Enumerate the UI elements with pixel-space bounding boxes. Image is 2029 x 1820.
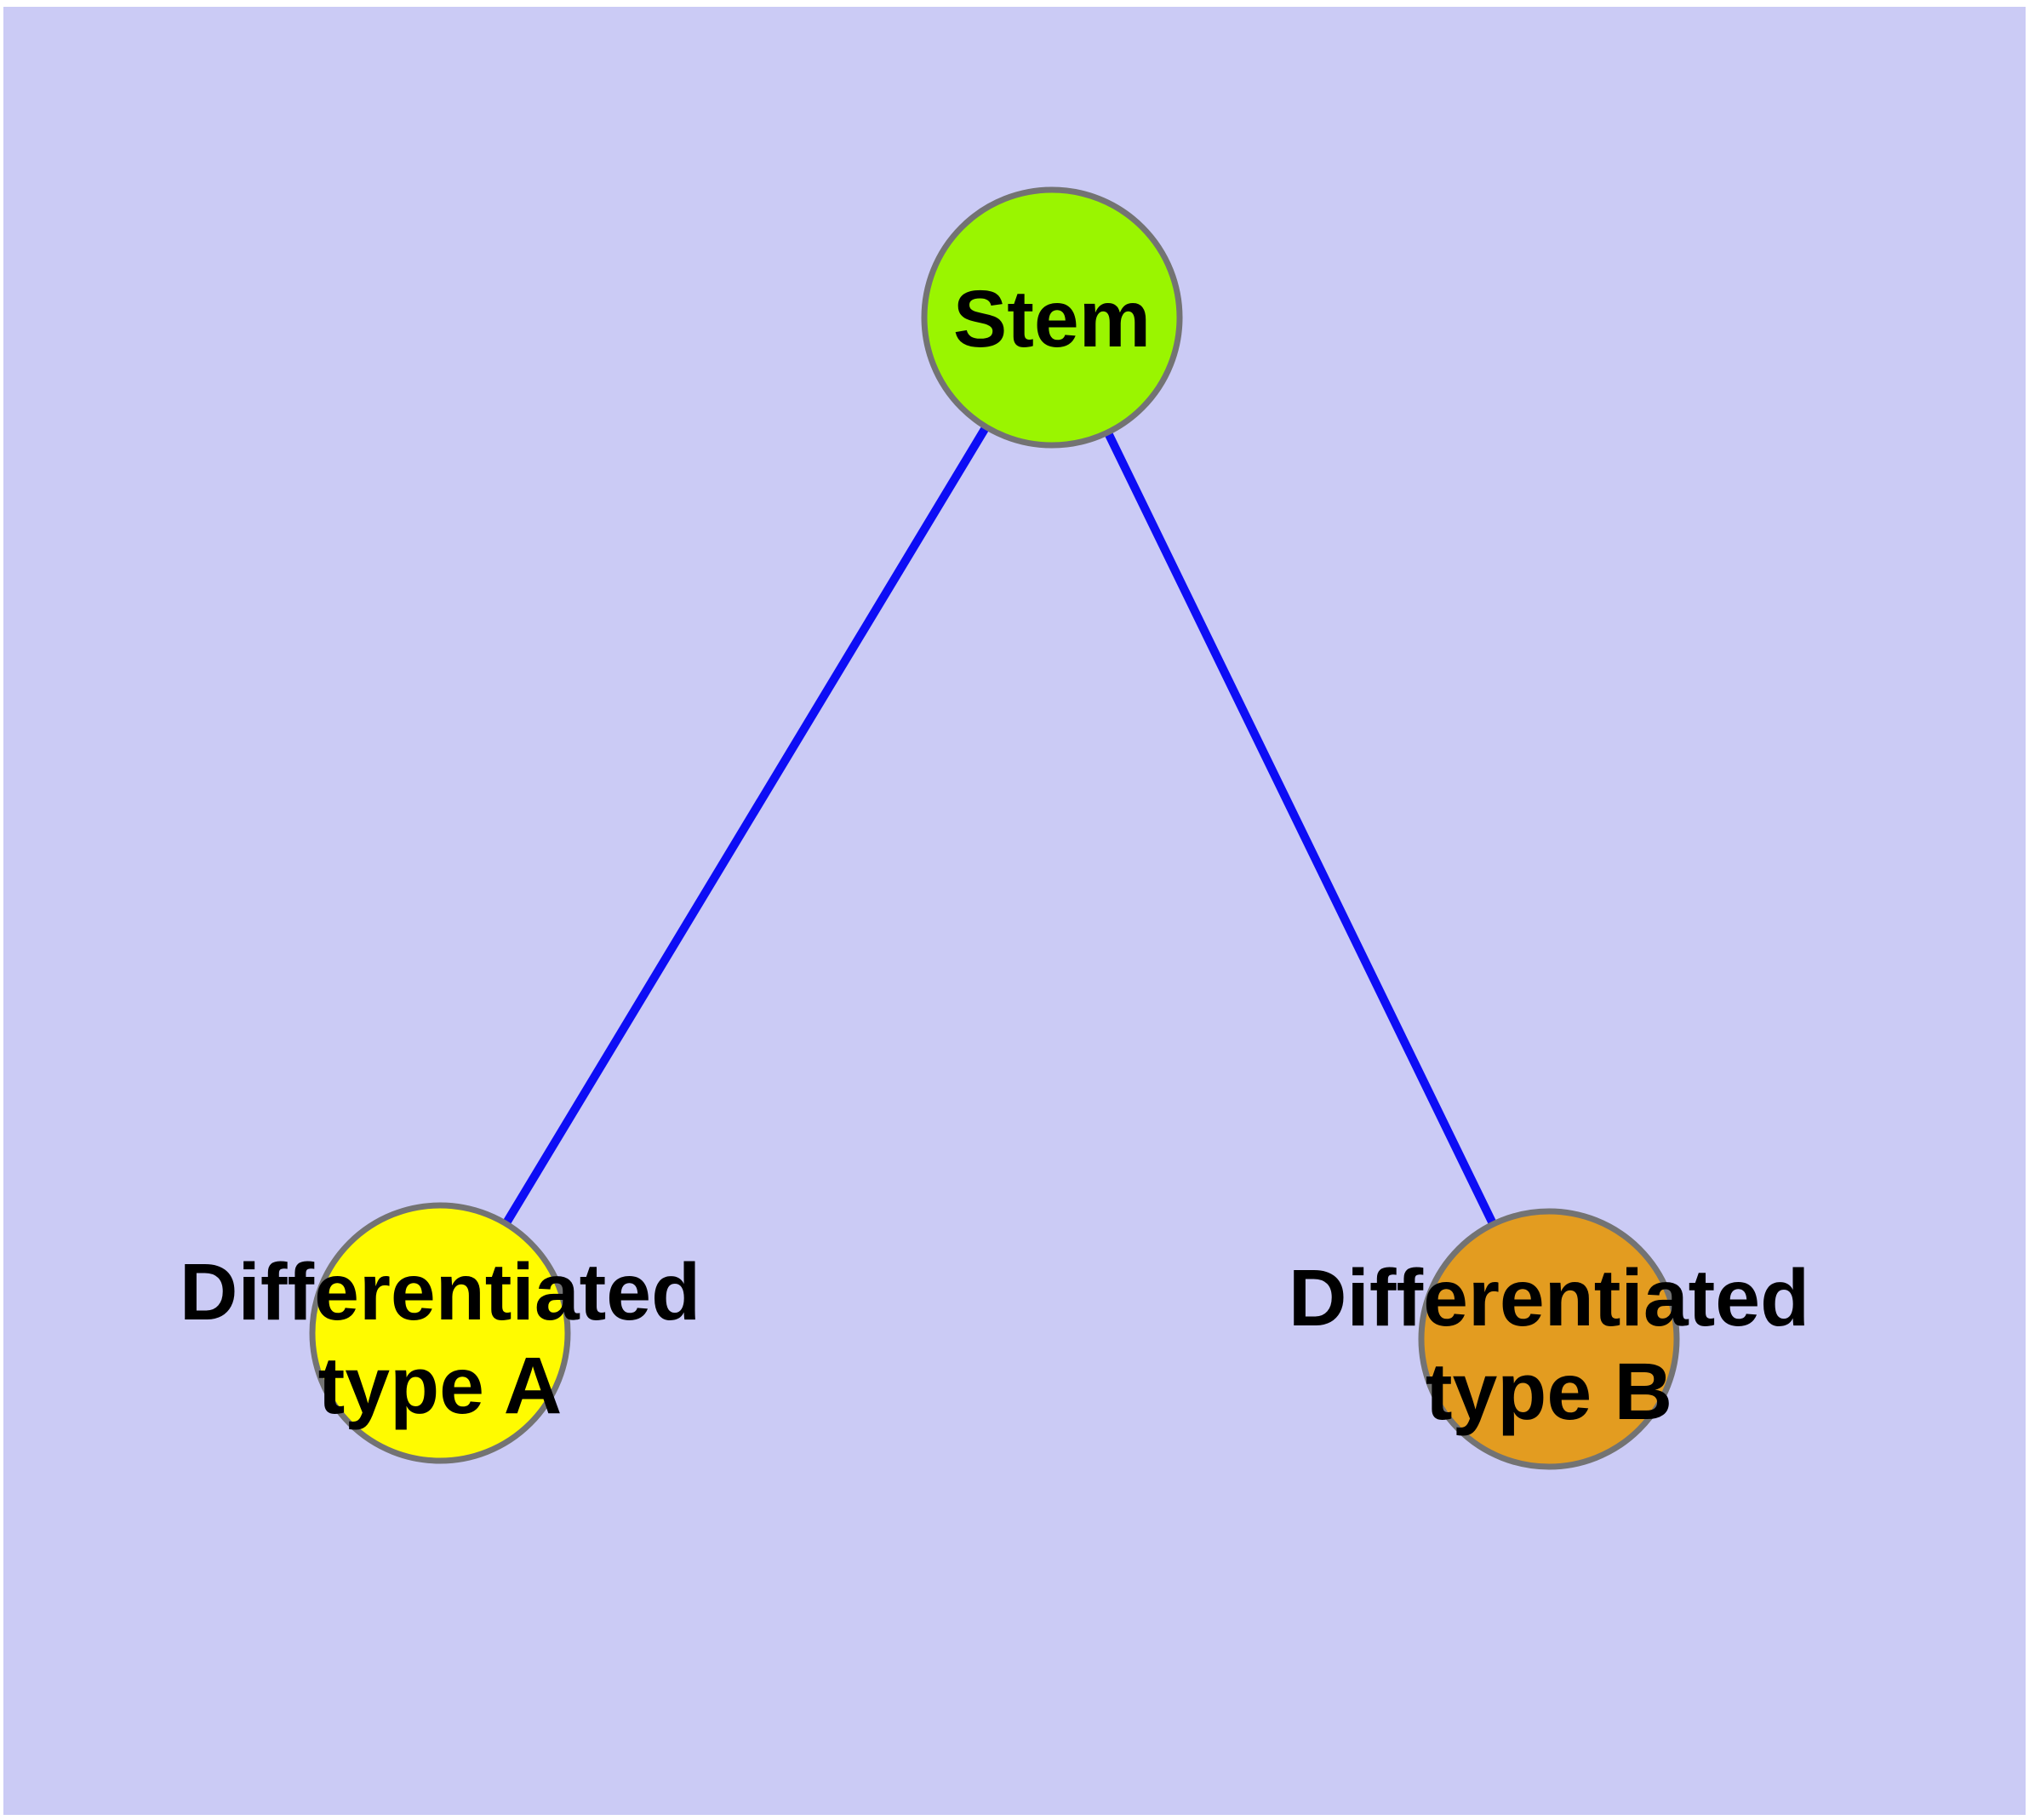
node-differentiated-type-a-label-line-1: Differentiated [180, 1247, 700, 1337]
node-differentiated-type-b-label-line-1: Differentiated [1289, 1253, 1809, 1343]
edge-stem-to-type-b [1048, 315, 1553, 1342]
node-differentiated-type-a-label-line-2: type A [318, 1341, 563, 1431]
node-stem [921, 186, 1183, 449]
node-differentiated-type-a [309, 1202, 571, 1464]
node-stem-label: Stem [953, 274, 1151, 364]
node-differentiated-type-b-label-line-2: type B [1426, 1347, 1672, 1437]
edge-stem-to-type-a [436, 315, 1056, 1336]
node-differentiated-type-b [1418, 1208, 1680, 1470]
